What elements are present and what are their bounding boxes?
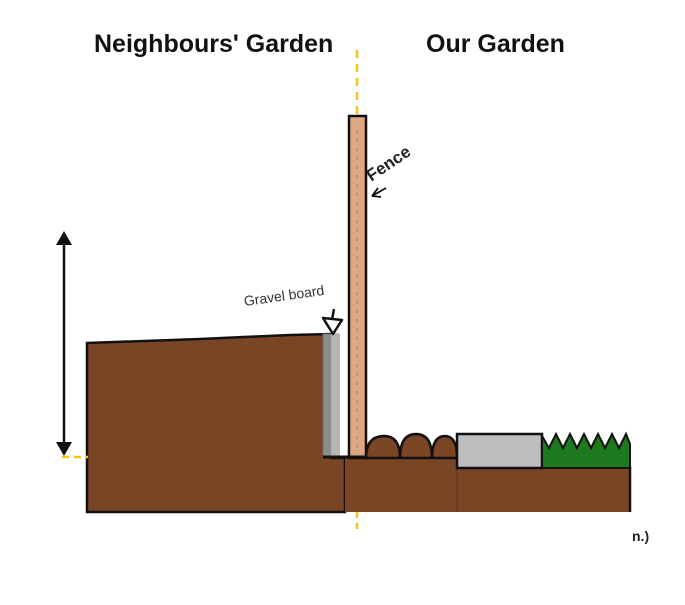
shrub-bumps xyxy=(364,432,459,460)
grass xyxy=(541,431,631,469)
fence-pointer-shaft xyxy=(371,187,387,197)
height-arrow-head-top xyxy=(56,231,72,245)
neighbours-garden-heading: Neighbours' Garden xyxy=(94,30,334,58)
unit-label-fragment: n.) xyxy=(632,528,650,544)
paving-slab xyxy=(455,432,544,470)
gravel-pointer-head xyxy=(321,316,344,336)
gravel-board-face xyxy=(331,334,339,457)
fence-pointer-head xyxy=(371,187,382,198)
height-arrow-head-bottom xyxy=(56,442,72,456)
our-garden-heading: Our Garden xyxy=(426,30,565,58)
neighbours-soil-mound xyxy=(85,332,347,514)
our-garden-soil xyxy=(345,458,630,512)
